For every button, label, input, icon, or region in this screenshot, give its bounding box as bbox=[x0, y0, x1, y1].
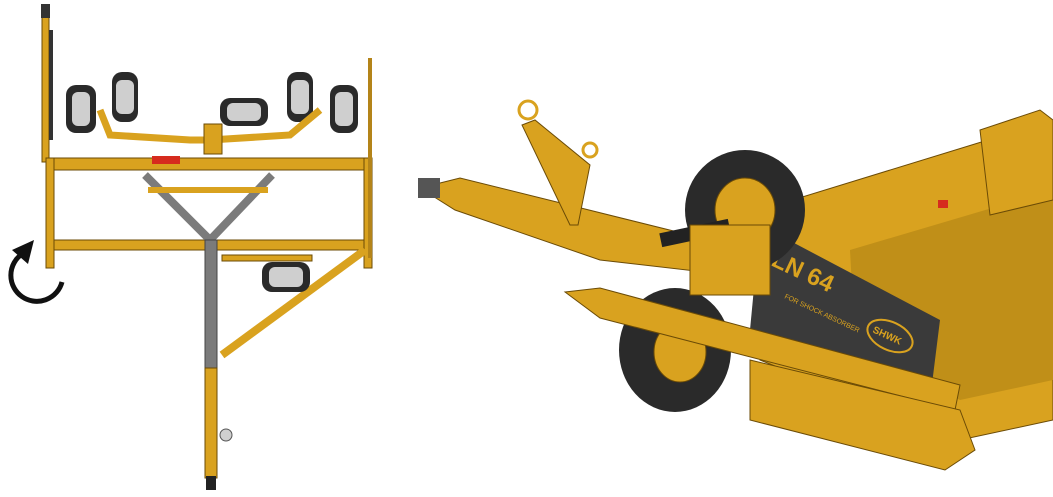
left-jack-hose bbox=[49, 30, 53, 140]
axle-arm bbox=[221, 254, 313, 262]
left-jack-post bbox=[41, 11, 50, 163]
red-light bbox=[938, 200, 948, 208]
red-marker bbox=[152, 156, 180, 164]
top-view-svg bbox=[8, 4, 373, 490]
a-frame-right-arm bbox=[207, 172, 275, 243]
a-frame-left-arm bbox=[142, 172, 213, 243]
hitch-clevis bbox=[418, 178, 440, 198]
upper-tower bbox=[979, 109, 1053, 216]
cutting-edge bbox=[749, 359, 976, 471]
upper-v-frame bbox=[96, 107, 323, 144]
right-post bbox=[368, 58, 372, 258]
diagonal-brace bbox=[219, 246, 368, 359]
tire-center-top bbox=[220, 98, 268, 126]
rotate-counterclockwise-arrow-icon bbox=[8, 240, 65, 304]
top-view-drawing bbox=[0, 0, 400, 497]
dark-side-panel bbox=[750, 225, 940, 400]
tongue-yellow bbox=[204, 367, 218, 479]
tongue-tip bbox=[206, 476, 216, 490]
tow-bar-lower bbox=[563, 287, 961, 411]
holder-ring-2 bbox=[581, 141, 599, 159]
frame-left-side bbox=[45, 157, 55, 269]
tire-group-right bbox=[287, 72, 358, 133]
hose-holder bbox=[521, 119, 591, 226]
tire-center-bottom bbox=[262, 262, 310, 292]
badge-logo bbox=[866, 318, 914, 354]
left-jack-top bbox=[41, 4, 50, 18]
holder-ring bbox=[517, 99, 539, 121]
hitch-bracket bbox=[689, 224, 771, 296]
center-hitch-top bbox=[203, 123, 223, 155]
main-beam-top bbox=[47, 157, 371, 171]
tire-group-left bbox=[66, 72, 138, 133]
isometric-svg: LN 64 FOR SHOCK ABSORBER SHWK bbox=[418, 99, 1053, 471]
tongue-jack bbox=[219, 428, 233, 442]
isometric-view-drawing: LN 64 FOR SHOCK ABSORBER SHWK bbox=[400, 0, 1053, 497]
tongue-gray bbox=[204, 239, 218, 371]
